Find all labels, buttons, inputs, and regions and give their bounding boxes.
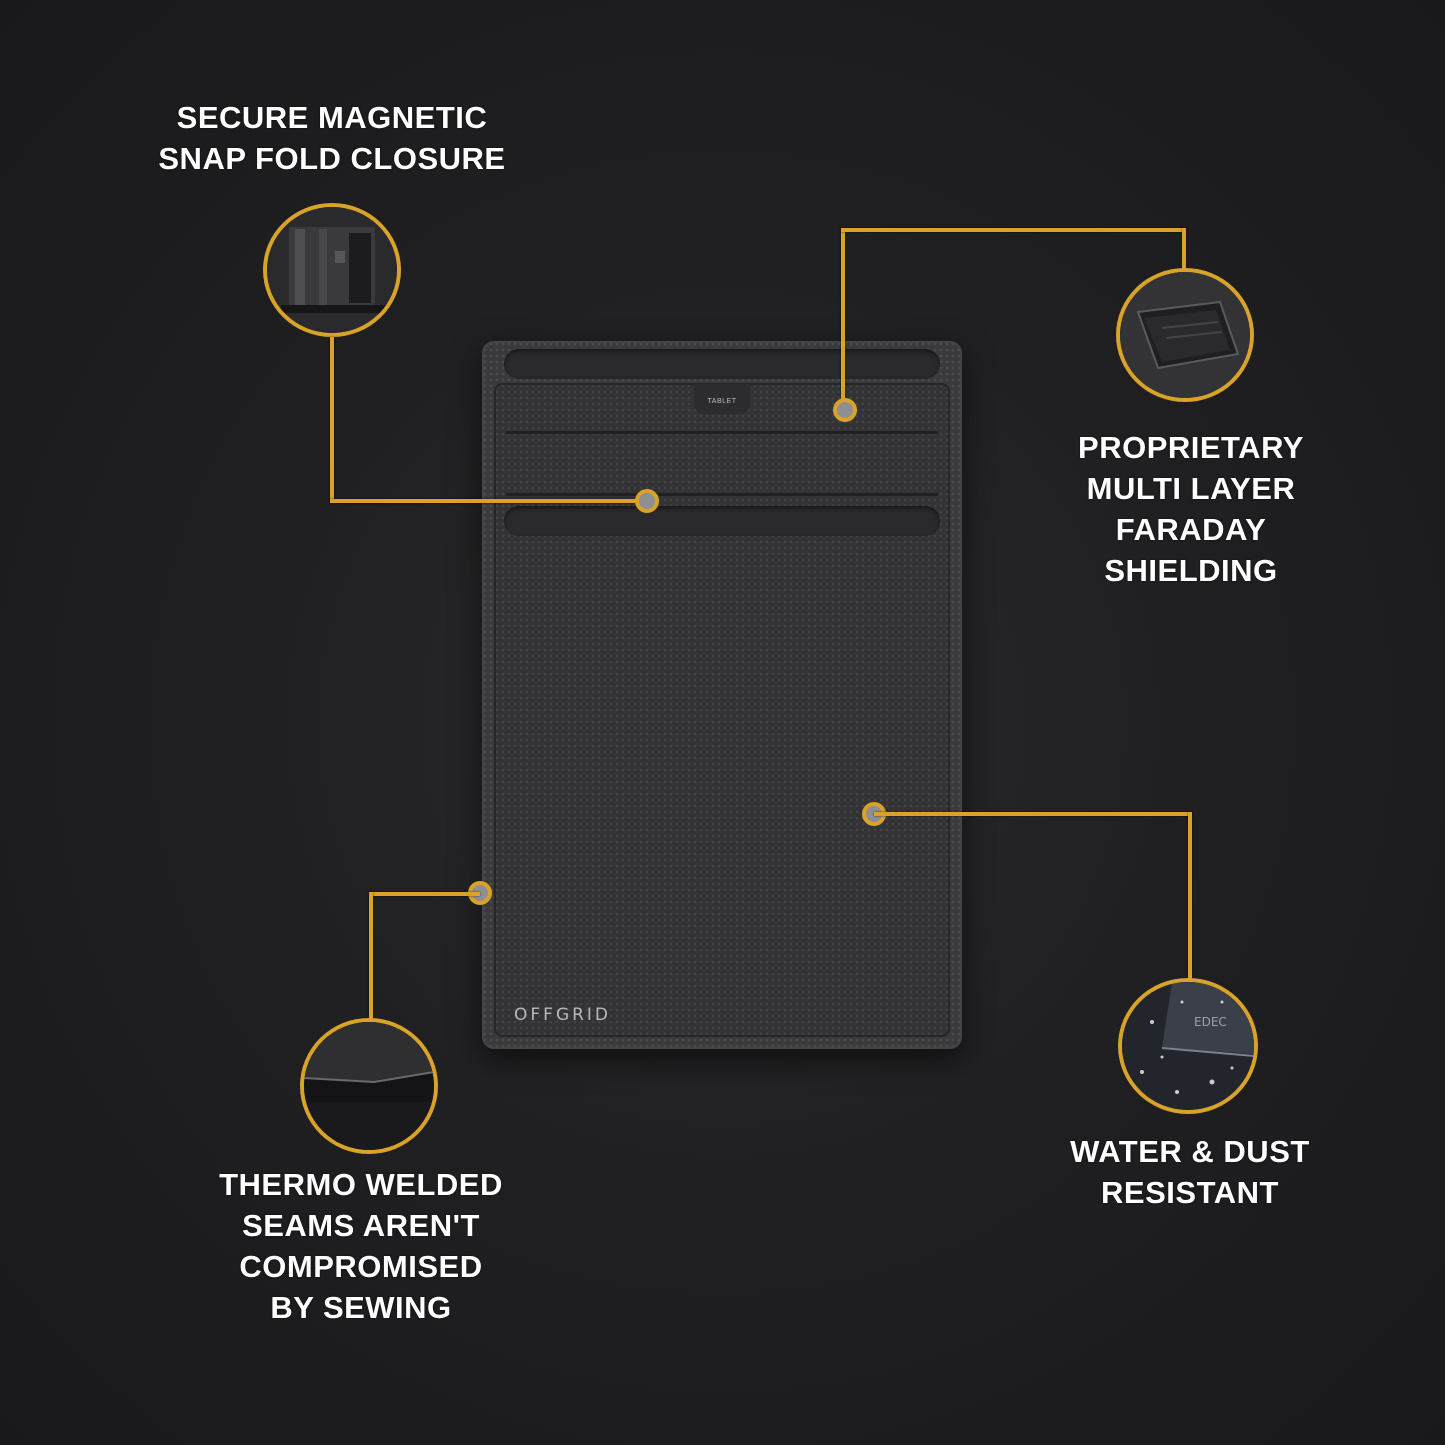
label-line: SHIELDING <box>1104 553 1278 588</box>
label-line: BY SEWING <box>270 1290 452 1325</box>
label-line: FARADAY <box>1115 512 1267 547</box>
feature-label-shielding: PROPRIETARY MULTI LAYER FARADAY SHIELDIN… <box>1060 427 1322 591</box>
label-line: RESISTANT <box>1101 1175 1279 1210</box>
brand-logo: OFFGRID <box>514 1005 612 1025</box>
label-line: COMPROMISED <box>239 1249 483 1284</box>
faraday-pouch: TABLET OFFGRID <box>482 341 962 1049</box>
connector-line <box>330 499 646 503</box>
seams-thumbnail <box>300 1018 438 1154</box>
thumb-brand: EDEC <box>1194 1015 1227 1029</box>
connector-line <box>1188 812 1192 982</box>
water-thumbnail: EDEC <box>1118 978 1258 1114</box>
label-line: SECURE MAGNETIC <box>176 100 488 135</box>
flap-fold-line <box>506 493 938 496</box>
closure-thumbnail <box>263 203 401 337</box>
lower-magnetic-strip <box>504 506 940 536</box>
welded-seam-icon <box>304 1022 434 1150</box>
water-droplets-icon: EDEC <box>1122 982 1254 1110</box>
connector-line <box>369 892 480 896</box>
connector-line <box>874 812 1192 816</box>
top-magnetic-strip <box>504 349 940 379</box>
connector-line <box>841 228 845 410</box>
connector-line <box>369 892 373 1022</box>
label-line: WATER & DUST <box>1070 1134 1310 1169</box>
tablet-tab[interactable]: TABLET <box>694 384 750 414</box>
hotspot-shielding[interactable] <box>833 398 857 422</box>
label-line: SEAMS AREN'T <box>242 1208 480 1243</box>
hotspot-closure[interactable] <box>635 489 659 513</box>
layered-pouch-icon <box>1120 272 1250 398</box>
shielding-thumbnail <box>1116 268 1254 402</box>
flap-fold-line <box>506 431 938 434</box>
label-line: MULTI LAYER <box>1086 471 1296 506</box>
connector-line <box>841 228 1186 232</box>
pouch-body <box>494 383 950 1037</box>
magnetic-closure-icon <box>267 207 397 333</box>
label-line: PROPRIETARY <box>1078 430 1304 465</box>
feature-label-closure: SECURE MAGNETIC SNAP FOLD CLOSURE <box>140 97 524 179</box>
connector-line <box>330 337 334 503</box>
feature-label-seams: THERMO WELDED SEAMS AREN'T COMPROMISED B… <box>200 1164 522 1328</box>
connector-line <box>1182 228 1186 272</box>
feature-label-water: WATER & DUST RESISTANT <box>1055 1131 1325 1213</box>
label-line: THERMO WELDED <box>219 1167 503 1202</box>
label-line: SNAP FOLD CLOSURE <box>158 141 506 176</box>
